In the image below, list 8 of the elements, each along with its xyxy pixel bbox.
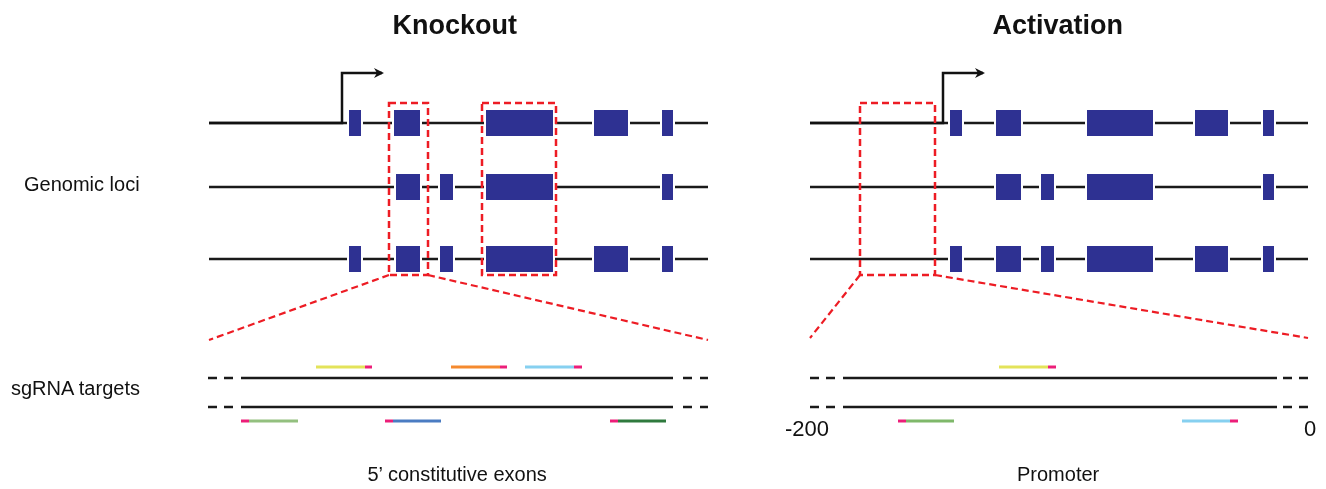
row-label: Genomic loci [24, 174, 140, 194]
panel-title: Knockout [392, 12, 517, 39]
row-label: sgRNA targets [11, 378, 140, 398]
region-caption: 5’ constitutive exons [367, 464, 547, 484]
panel-title: Activation [992, 12, 1124, 39]
axis-label: 0 [1304, 418, 1317, 440]
region-caption: Promoter [1017, 464, 1100, 484]
axis-label: -200 [785, 418, 830, 440]
